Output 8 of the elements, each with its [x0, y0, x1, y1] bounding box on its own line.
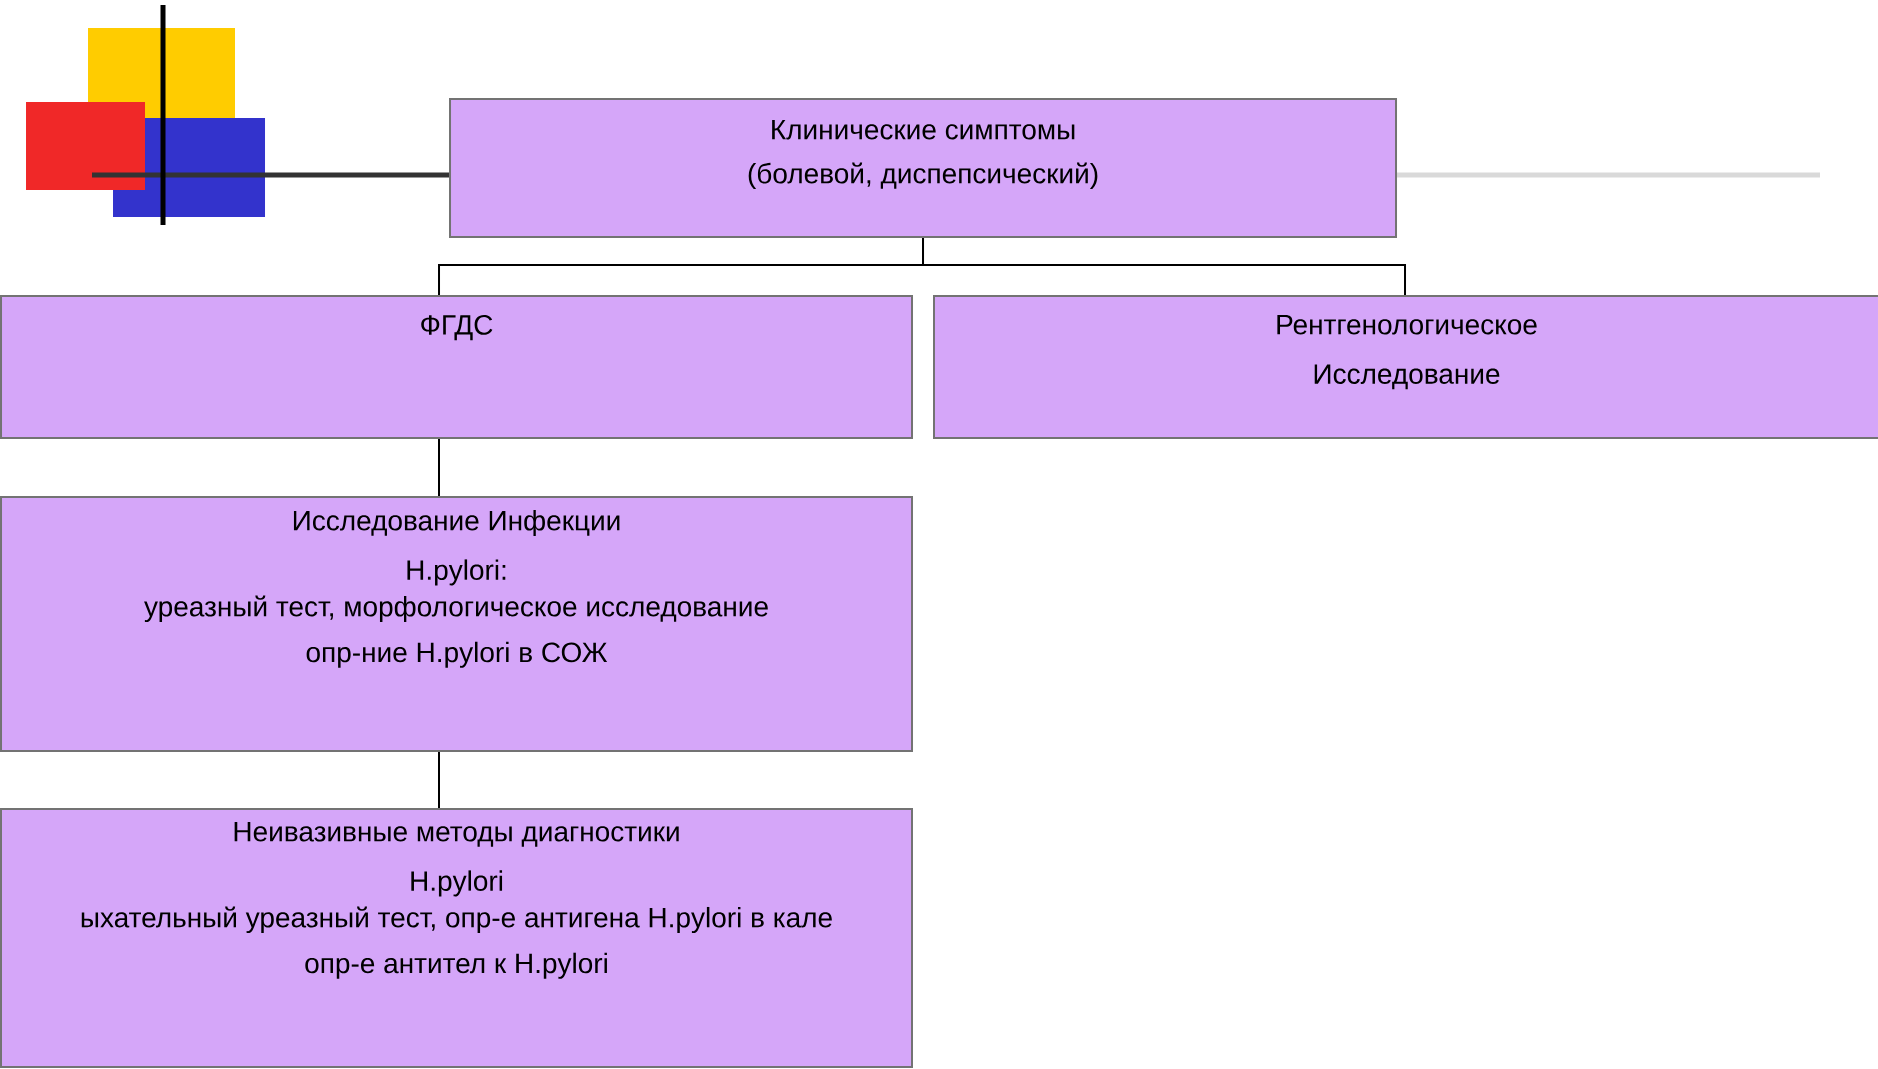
connector-line — [438, 438, 440, 497]
connector-line — [438, 751, 440, 809]
connector-line — [922, 237, 1406, 296]
process-box: Исследование Инфекции H.pylori: уреазный тест, морфологическое исследование опр-ние H.pylori в СОЖ — [0, 496, 913, 752]
process-box: Рентгенологическое Исследование — [933, 295, 1878, 439]
process-box: Клинические симптомы (болевой, диспепсический) — [449, 98, 1397, 238]
process-box: Неивазивные методы диагностики H.pylori ыхательный уреазный тест, опр-е антигена H.pylori в кале опр-е антител к H.pylori — [0, 808, 913, 1068]
process-box: ФГДС — [0, 295, 913, 439]
